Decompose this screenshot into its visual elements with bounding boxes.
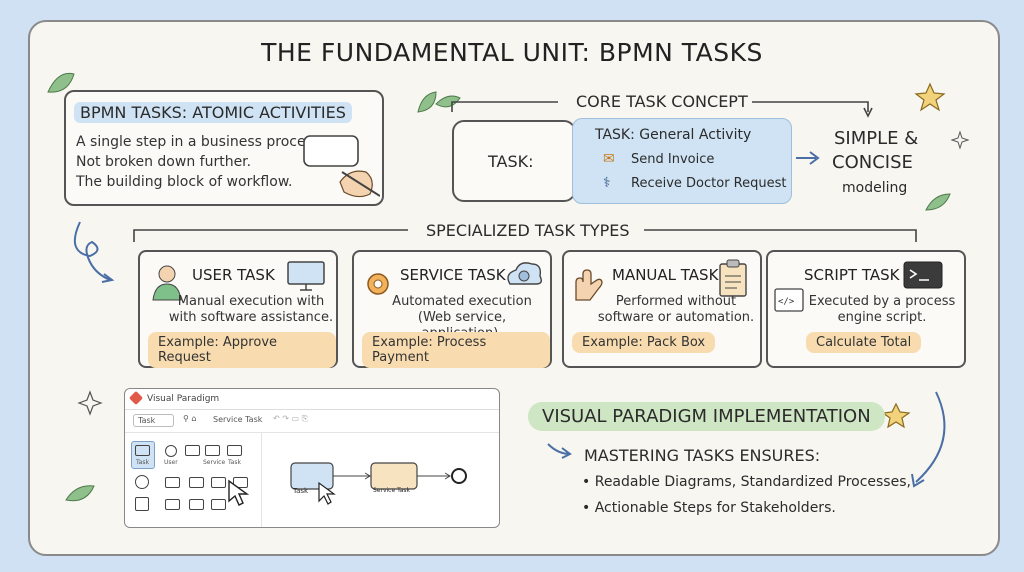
card-desc-2: with software assistance. xyxy=(168,310,334,325)
card-desc-1: Manual execution with xyxy=(177,294,325,309)
card-title: SCRIPT TASK xyxy=(804,266,900,284)
card-desc-1: Executed by a process xyxy=(808,294,956,309)
monitor-icon xyxy=(287,261,325,291)
window-titlebar: Visual Paradigm xyxy=(125,389,499,410)
palette-label-task-2: Task xyxy=(228,459,241,466)
toolbar-service-task[interactable]: Service Task xyxy=(213,415,263,424)
card-example: Example: Pack Box xyxy=(572,332,716,353)
cloud-gear-icon xyxy=(507,262,543,285)
hand-icon xyxy=(575,269,603,301)
window-toolbar: Task ⚲ ⌂ Service Task ↶ ↷ ▭ ⎘ xyxy=(125,410,499,433)
sparkle-icon xyxy=(77,390,103,416)
card-manual-task: MANUAL TASK Performed without software o… xyxy=(562,250,762,368)
stethoscope-icon: ⚕ xyxy=(603,175,611,191)
palette-label-service: Service xyxy=(203,459,226,466)
node-service-label: Service Task xyxy=(373,487,411,494)
vp-logo-icon xyxy=(128,390,144,406)
palette-user-shape[interactable] xyxy=(165,445,177,457)
atomic-heading: BPMN TASKS: ATOMIC ACTIVITIES xyxy=(74,102,352,123)
cursor-icon xyxy=(318,481,336,505)
simple-line-1: SIMPLE & xyxy=(834,128,919,149)
app-title: Visual Paradigm xyxy=(147,394,220,404)
node-task[interactable] xyxy=(290,462,334,490)
card-desc-2: software or automation. xyxy=(597,310,755,325)
palette-event-shape[interactable] xyxy=(135,475,149,489)
card-example: Calculate Total xyxy=(806,332,922,353)
user-icon xyxy=(152,265,182,301)
clipboard-icon xyxy=(719,259,747,297)
diagram-canvas[interactable] xyxy=(263,433,499,527)
atomic-line-1: A single step in a business process. xyxy=(76,134,325,150)
palette-label-task: Task xyxy=(136,459,149,466)
core-task-label: TASK: xyxy=(488,152,534,171)
card-desc-1: Automated execution xyxy=(392,294,532,309)
svg-text:</>: </> xyxy=(778,297,795,307)
star-icon xyxy=(881,82,946,429)
atomic-line-3: The building block of workflow. xyxy=(76,174,293,190)
bullet-2-text: Actionable Steps for Stakeholders. xyxy=(594,500,836,516)
card-script-task: </> SCRIPT TASK Executed by a process en… xyxy=(766,250,966,368)
hand-drawing-icon xyxy=(303,135,380,198)
code-icon: </> xyxy=(774,288,804,312)
simple-line-2: CONCISE xyxy=(832,152,913,173)
general-activity: TASK: General Activity xyxy=(595,127,752,143)
card-desc-2: engine script. xyxy=(837,310,927,325)
card-title: MANUAL TASK xyxy=(612,266,719,284)
core-examples-panel: TASK: General Activity ✉ Send Invoice ⚕ … xyxy=(572,118,792,204)
visual-paradigm-window: Visual Paradigm Task ⚲ ⌂ Service Task ↶ … xyxy=(124,388,500,528)
card-title: SERVICE TASK xyxy=(400,266,506,284)
card-desc-1: Performed without xyxy=(615,294,737,309)
example-send-invoice: Send Invoice xyxy=(631,152,715,167)
undo-redo-icons[interactable]: ↶ ↷ ▭ ⎘ xyxy=(273,414,308,423)
toolbar-icons[interactable]: ⚲ ⌂ xyxy=(183,414,197,423)
card-example: Example: Process Payment xyxy=(362,332,550,368)
core-heading: CORE TASK CONCEPT xyxy=(576,92,748,111)
terminal-icon xyxy=(903,261,943,289)
core-task-box: TASK: xyxy=(452,120,576,202)
simple-line-3: modeling xyxy=(842,180,908,196)
envelope-icon: ✉ xyxy=(603,151,615,167)
leaf-icon xyxy=(47,72,951,502)
palette-label-user: User xyxy=(164,459,178,466)
node-task-label: Task xyxy=(293,487,309,495)
atomic-line-2: Not broken down further. xyxy=(76,154,252,170)
implementation-heading: VISUAL PARADIGM IMPLEMENTATION xyxy=(528,402,885,431)
bullet-1-text: Readable Diagrams, Standardized Processe… xyxy=(594,474,911,490)
mastering-heading: MASTERING TASKS ENSURES: xyxy=(584,446,821,465)
shape-palette: Task User Service Task xyxy=(125,433,262,527)
specialized-heading: SPECIALIZED TASK TYPES xyxy=(426,221,630,240)
palette-service-shape[interactable] xyxy=(185,445,200,456)
card-example: Example: Approve Request xyxy=(148,332,336,368)
example-doctor-request: Receive Doctor Request xyxy=(631,176,787,191)
atomic-activities-panel: BPMN TASKS: ATOMIC ACTIVITIES A single s… xyxy=(64,90,384,206)
shape-type-dropdown[interactable]: Task xyxy=(133,414,175,427)
bullet-2: • Actionable Steps for Stakeholders. xyxy=(582,500,836,516)
end-event[interactable] xyxy=(451,468,467,484)
card-service-task: SERVICE TASK Automated execution (Web se… xyxy=(352,250,552,368)
gear-icon xyxy=(367,273,389,295)
page-title: THE FUNDAMENTAL UNIT: BPMN TASKS xyxy=(261,38,763,67)
node-service-task[interactable] xyxy=(370,462,418,490)
card-title: USER TASK xyxy=(192,266,275,284)
cursor-icon xyxy=(228,479,250,506)
card-user-task: USER TASK Manual execution with with sof… xyxy=(138,250,338,368)
bullet-1: • Readable Diagrams, Standardized Proces… xyxy=(582,474,911,490)
